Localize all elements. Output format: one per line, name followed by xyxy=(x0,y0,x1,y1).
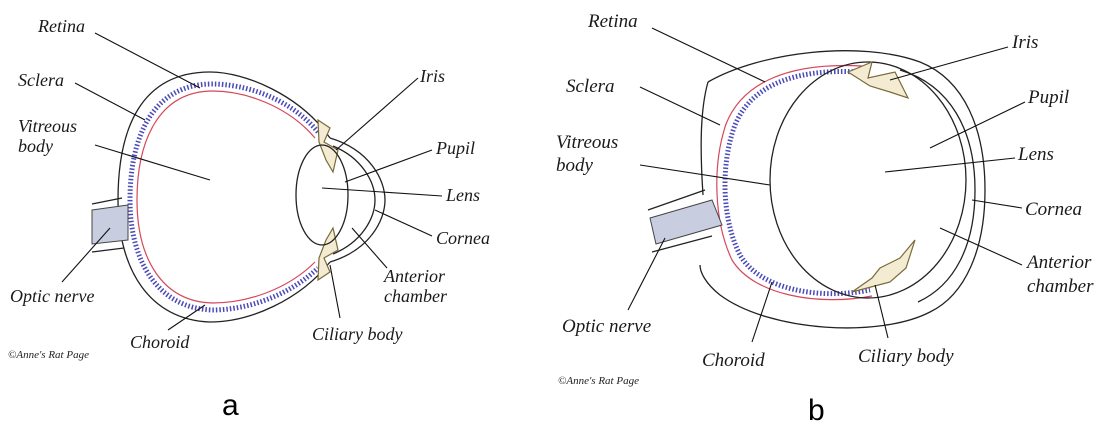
panel-b-label-vitreous-1: Vitreous xyxy=(556,132,618,153)
panel-a-leader-iris xyxy=(336,78,418,150)
panel-b-label-vitreous-2: body xyxy=(556,155,594,176)
panel-a-label-optic-nerve: Optic nerve xyxy=(10,286,94,306)
panel-b-leader-sclera xyxy=(640,87,720,125)
panel-b-sclera-outline xyxy=(700,51,985,328)
panel-a-leader-choroid xyxy=(168,305,205,330)
panel-b-label-cornea: Cornea xyxy=(1025,199,1082,220)
panel-b-label-retina: Retina xyxy=(587,11,638,32)
panel-b-cornea xyxy=(900,70,975,302)
panel-a-leader-sclera xyxy=(75,83,145,120)
panel-a-label-anterior-2: chamber xyxy=(384,286,448,306)
panel-a-leader-ciliary xyxy=(330,265,340,318)
panel-b-leader-iris xyxy=(890,47,1008,80)
panel-a-credit: ©Anne's Rat Page xyxy=(8,349,89,361)
panel-b-credit: ©Anne's Rat Page xyxy=(558,375,639,387)
panel-a-label-pupil: Pupil xyxy=(435,138,475,158)
panel-b: Retina Sclera Vitreous body Iris Pupil L… xyxy=(556,11,1094,427)
panel-a-label-anterior-1: Anterior xyxy=(383,266,446,286)
panel-a-retina-layer xyxy=(137,91,315,303)
panel-a-label-cornea: Cornea xyxy=(436,228,490,248)
panel-a-leader-anterior xyxy=(352,228,387,268)
panel-a-leader-pupil xyxy=(345,150,432,182)
panel-b-iris-lower xyxy=(852,240,915,292)
panel-a-label-choroid: Choroid xyxy=(130,332,190,352)
panel-b-retina-layer xyxy=(717,66,872,300)
panel-a-leader-vitreous xyxy=(95,145,210,180)
panel-b-label-optic-nerve: Optic nerve xyxy=(562,316,651,337)
panel-b-label-choroid: Choroid xyxy=(702,350,765,371)
panel-a-iris-lower xyxy=(318,228,338,280)
panel-a-leader-retina xyxy=(95,33,200,88)
panel-a-sclera-outline xyxy=(118,72,330,322)
panel-a-label-retina: Retina xyxy=(37,16,85,36)
panel-b-label-anterior-1: Anterior xyxy=(1025,252,1092,273)
panel-a-label-iris: Iris xyxy=(419,66,445,86)
panel-a-leader-optic xyxy=(62,228,110,282)
panel-b-leader-ciliary xyxy=(875,285,888,338)
panel-b-leader-cornea xyxy=(972,200,1022,208)
panel-b-choroid-layer xyxy=(725,71,870,293)
panel-b-label-sclera: Sclera xyxy=(566,76,615,97)
panel-b-label-anterior-2: chamber xyxy=(1027,276,1094,297)
panel-b-lens xyxy=(770,62,966,298)
panel-b-label-pupil: Pupil xyxy=(1027,87,1069,108)
panel-a-optic-nerve xyxy=(92,205,128,244)
panel-b-leader-choroid xyxy=(752,282,772,342)
panel-a-label-vitreous-2: body xyxy=(18,136,53,156)
panel-b-leader-vitreous xyxy=(640,165,770,185)
panel-b-leader-optic xyxy=(628,238,665,310)
panel-b-sclera-back xyxy=(701,82,708,195)
panel-b-label-iris: Iris xyxy=(1011,32,1038,53)
panel-b-leader-pupil xyxy=(930,102,1025,148)
panel-a-letter: a xyxy=(222,389,239,422)
panel-a: Retina Sclera Vitreous body Iris Pupil L… xyxy=(8,16,490,422)
panel-b-label-ciliary-body: Ciliary body xyxy=(858,346,954,367)
panel-a-leader-cornea xyxy=(375,210,432,236)
panel-a-label-sclera: Sclera xyxy=(18,70,64,90)
panel-a-label-lens: Lens xyxy=(445,185,480,205)
panel-b-letter: b xyxy=(808,394,825,427)
panel-b-leader-retina xyxy=(652,28,765,82)
panel-b-leader-lens xyxy=(885,158,1015,172)
panel-a-lens xyxy=(296,145,348,245)
panel-b-label-lens: Lens xyxy=(1017,144,1054,165)
panel-a-leader-lens xyxy=(322,188,442,196)
panel-a-label-vitreous-1: Vitreous xyxy=(18,116,77,136)
panel-b-optic-nerve xyxy=(650,200,722,244)
panel-a-label-ciliary-body: Ciliary body xyxy=(312,324,403,344)
